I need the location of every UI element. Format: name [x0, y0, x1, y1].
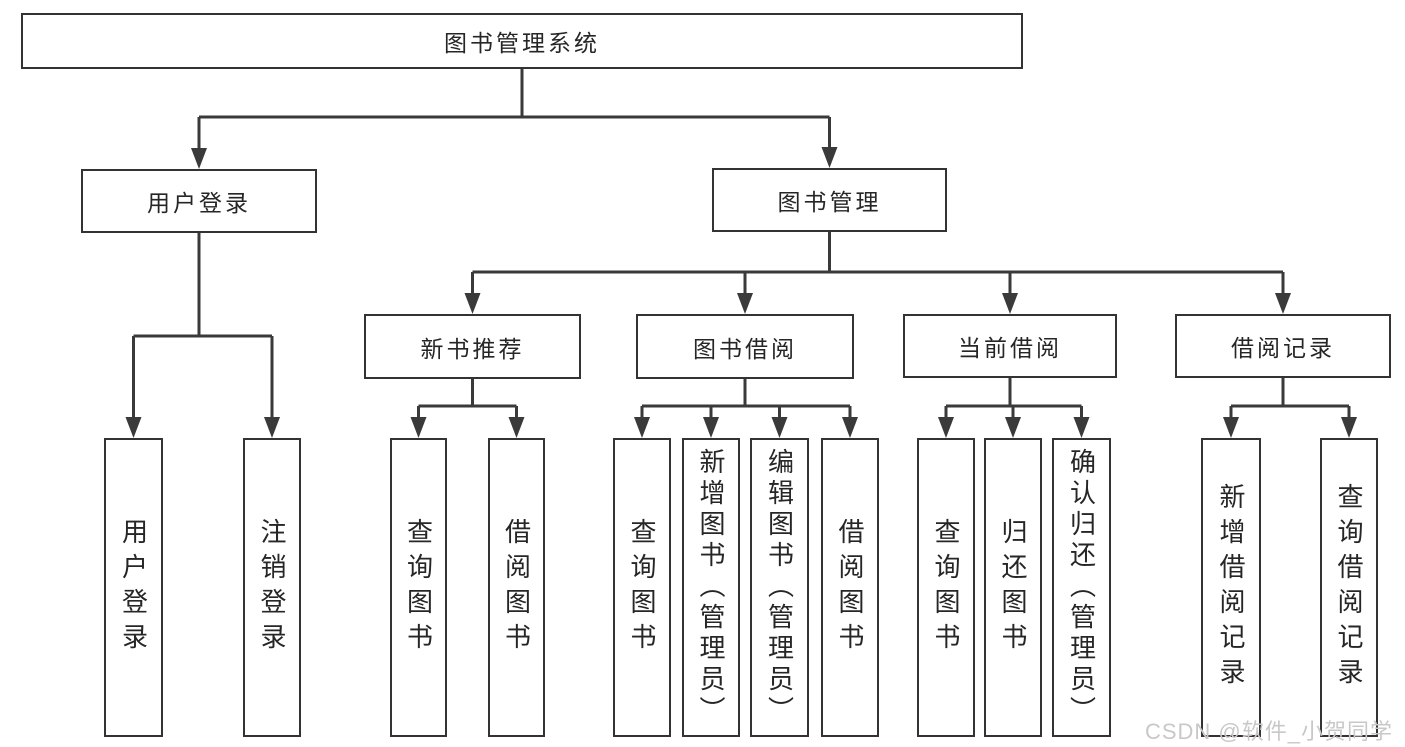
- node-label: 注销登录: [257, 517, 287, 658]
- watermark: CSDN @软件_小贺同学: [1144, 719, 1393, 744]
- connector-arrowhead: [821, 147, 838, 168]
- node-label: 编辑图书（管理员）: [764, 448, 795, 727]
- node-leaf-add-books: 新增图书（管理员）: [682, 438, 740, 737]
- connector-arrowhead: [842, 417, 858, 438]
- node-label: 用户登录: [118, 517, 149, 658]
- node-label: 查询图书: [403, 517, 434, 658]
- connector-arrowhead: [1002, 293, 1018, 314]
- connector-arrowhead: [1275, 293, 1291, 314]
- node-leaf-borrow-books-2: 借阅图书: [821, 438, 879, 737]
- connector-arrowhead: [634, 417, 650, 438]
- node-label: 图书管理系统: [444, 30, 600, 56]
- connector-arrowhead: [703, 417, 719, 438]
- connector-arrowhead: [191, 148, 207, 169]
- node-label: 查询图书: [931, 517, 961, 658]
- node-leaf-logout: 注销登录: [243, 438, 301, 737]
- node-book-borrowing: 图书借阅: [636, 314, 854, 379]
- connector-arrowhead: [1073, 417, 1090, 438]
- node-leaf-query-borrow-record: 查询借阅记录: [1320, 438, 1378, 737]
- connector-arrowhead: [508, 417, 525, 438]
- node-user-login: 用户登录: [81, 169, 317, 233]
- node-library-system: 图书管理系统: [21, 13, 1023, 69]
- node-label: 查询图书: [627, 517, 657, 658]
- node-label: 借阅记录: [1231, 335, 1335, 361]
- connector-arrowhead: [771, 417, 788, 438]
- connector-arrowhead: [1341, 417, 1357, 438]
- node-leaf-query-books-3: 查询图书: [917, 438, 975, 737]
- node-leaf-return-books: 归还图书: [984, 438, 1042, 737]
- node-new-book-recommend: 新书推荐: [364, 314, 581, 379]
- node-label: 图书借阅: [693, 335, 797, 362]
- node-leaf-user-login: 用户登录: [104, 438, 163, 737]
- node-label: 当前借阅: [958, 335, 1062, 361]
- node-leaf-borrow-books-1: 借阅图书: [488, 438, 545, 737]
- node-leaf-confirm-return: 确认归还（管理员）: [1052, 438, 1111, 737]
- node-leaf-add-borrow-record: 新增借阅记录: [1201, 438, 1261, 737]
- node-label: 图书管理: [777, 189, 882, 215]
- connector-arrowhead: [264, 417, 280, 438]
- connector-arrowhead: [1005, 417, 1021, 438]
- node-label: 新增图书（管理员）: [696, 448, 726, 727]
- node-leaf-edit-books: 编辑图书（管理员）: [750, 438, 809, 737]
- connector-arrowhead: [410, 417, 427, 438]
- node-current-borrowing: 当前借阅: [903, 314, 1117, 378]
- node-label: 借阅图书: [501, 517, 532, 658]
- node-borrowing-records: 借阅记录: [1175, 314, 1391, 378]
- node-leaf-query-books-1: 查询图书: [390, 438, 447, 737]
- node-book-management: 图书管理: [712, 168, 947, 232]
- node-leaf-query-books-2: 查询图书: [613, 438, 671, 737]
- connector-arrowhead: [737, 293, 753, 314]
- connector-arrowhead: [1223, 417, 1239, 438]
- node-label: 新书推荐: [420, 335, 525, 362]
- node-label: 新增借阅记录: [1216, 482, 1246, 693]
- node-label: 归还图书: [998, 517, 1028, 658]
- connector-arrowhead: [464, 293, 481, 314]
- node-label: 借阅图书: [835, 517, 865, 658]
- connector-arrowhead: [938, 417, 954, 438]
- connector-arrowhead: [125, 417, 142, 438]
- node-label: 确认归还（管理员）: [1066, 448, 1097, 727]
- node-label: 用户登录: [147, 190, 251, 216]
- node-label: 查询借阅记录: [1334, 482, 1364, 693]
